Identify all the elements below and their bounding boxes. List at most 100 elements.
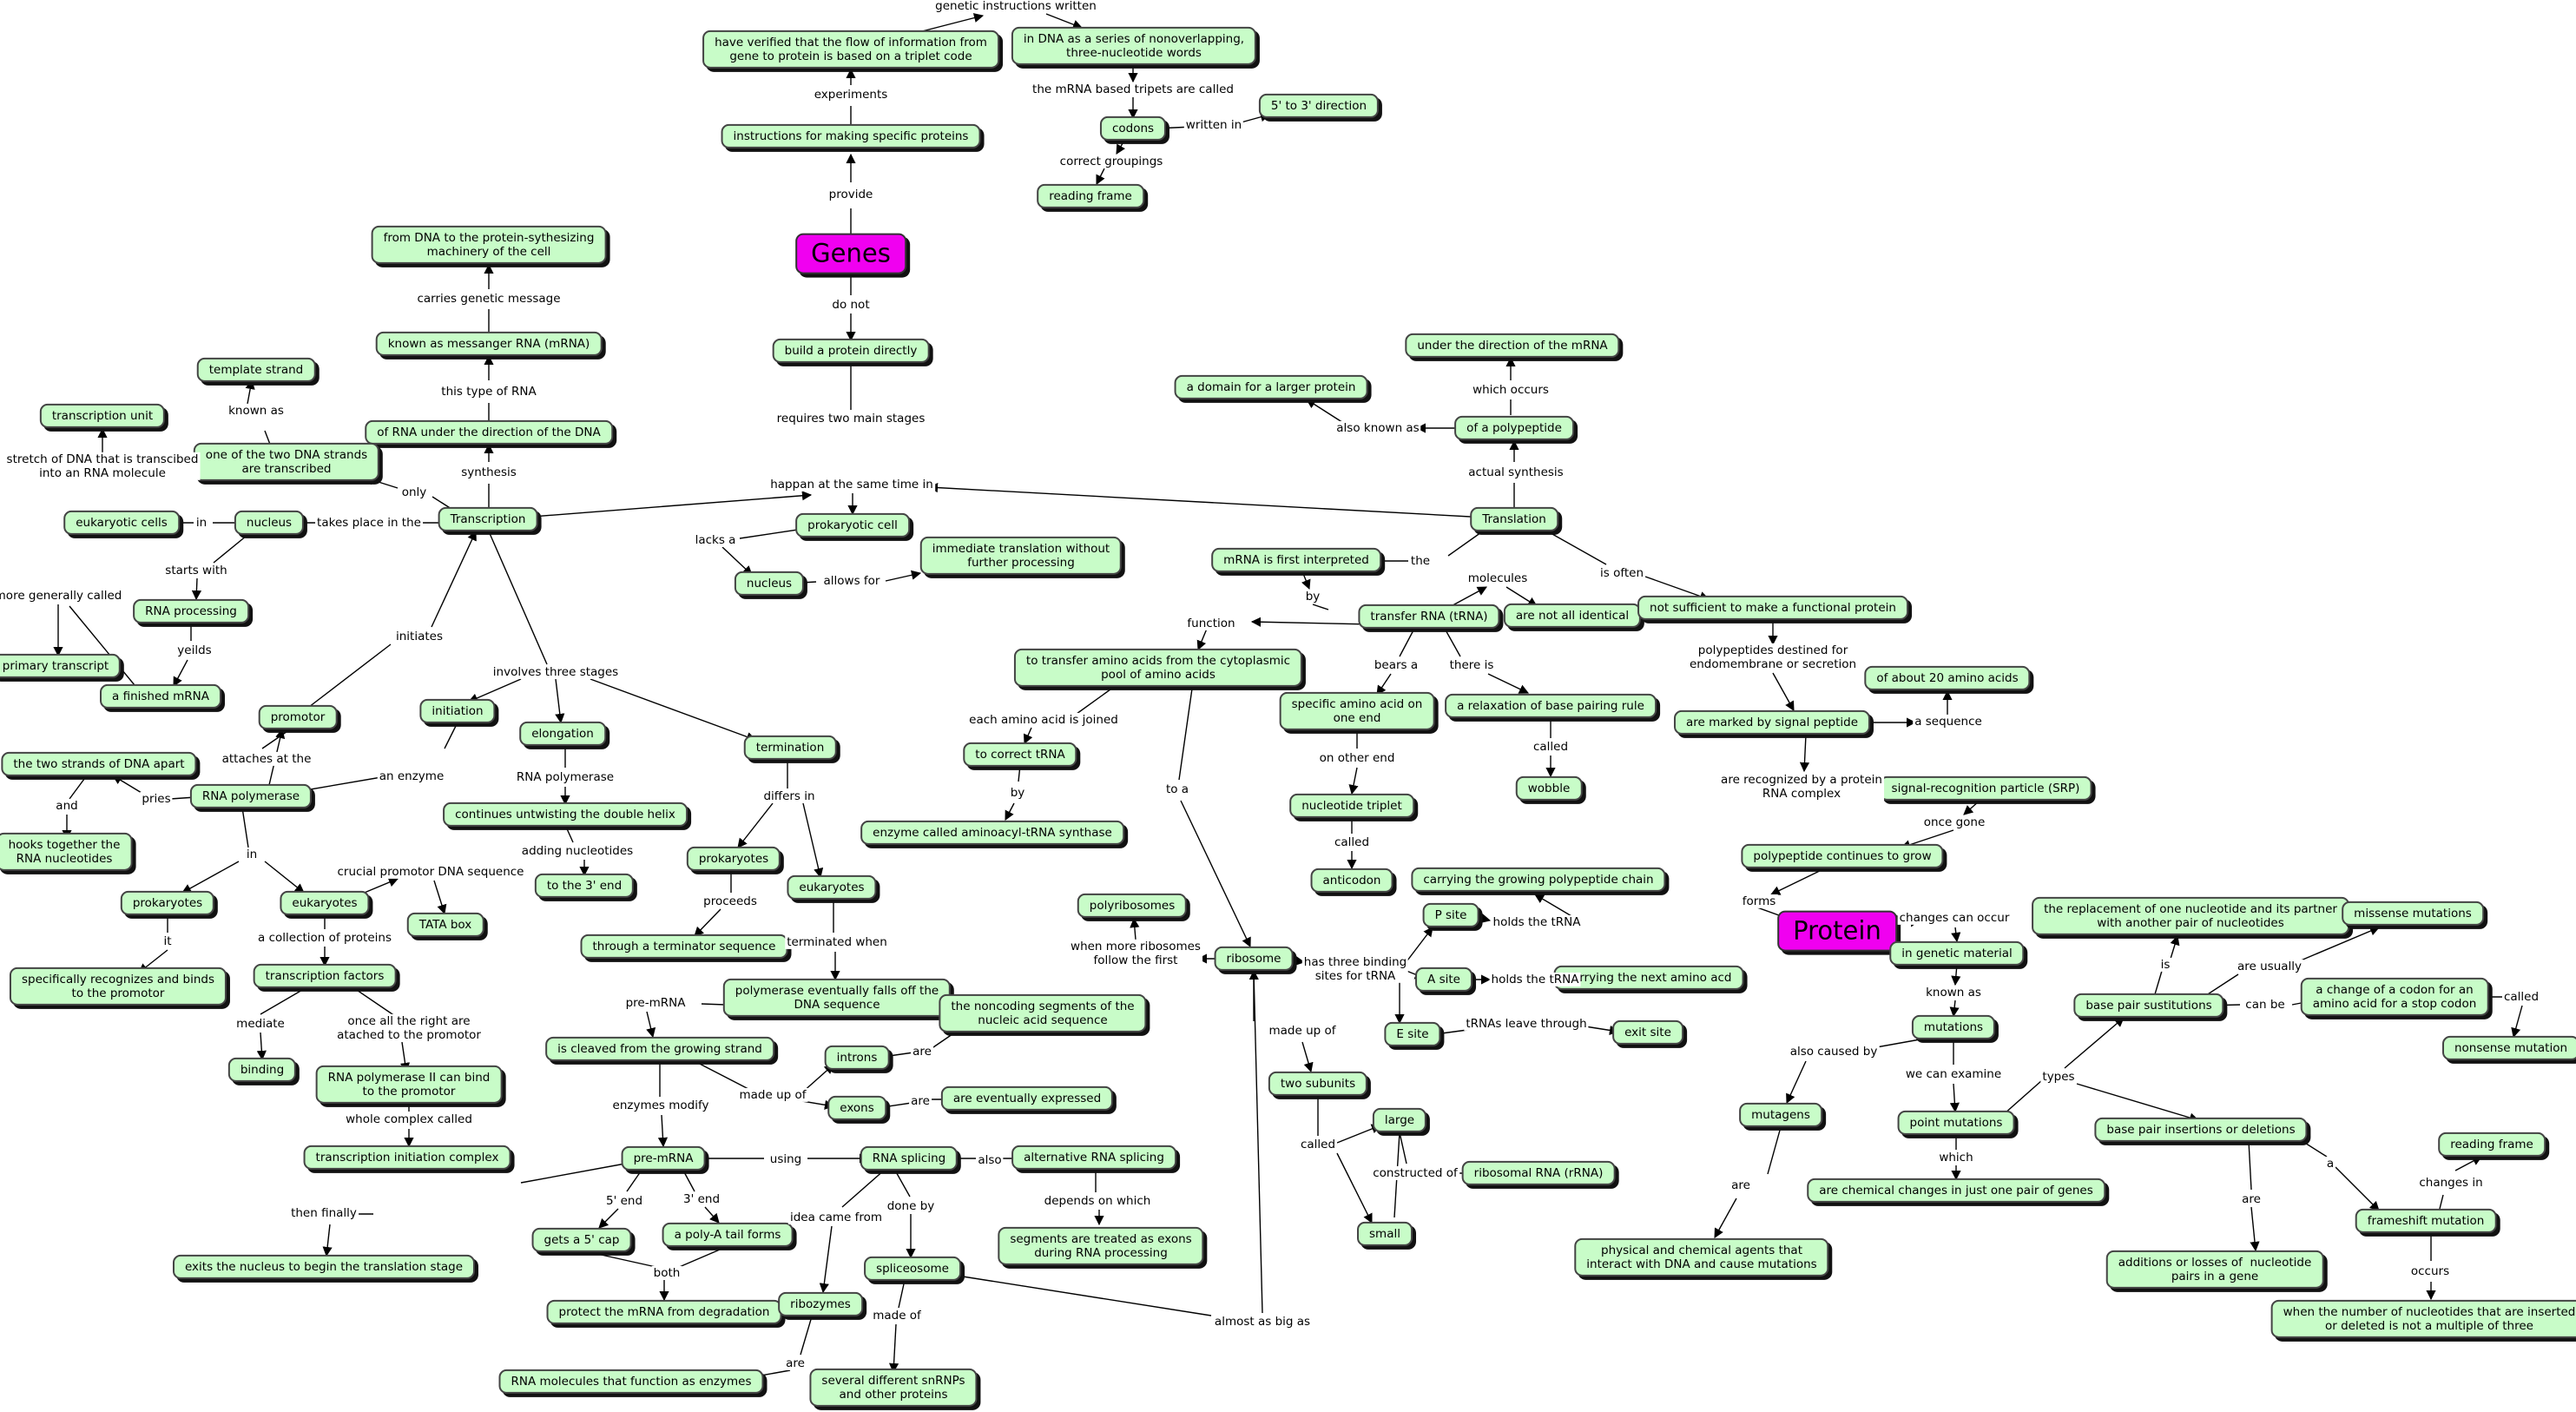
- rna-under-dna-node[interactable]: of RNA under the direction of the DNA: [365, 419, 613, 445]
- three-prime-end-node[interactable]: to the 3' end: [534, 873, 635, 899]
- template-strand-node[interactable]: template strand: [196, 357, 316, 383]
- tata-box-node[interactable]: TATA box: [406, 912, 484, 938]
- eukaryotic-cells-node[interactable]: eukaryotic cells: [63, 510, 180, 536]
- primary-transcript-node[interactable]: primary transcript: [0, 653, 122, 679]
- two-subunits-node[interactable]: two subunits: [1268, 1071, 1368, 1097]
- nucleotide-triplet-node[interactable]: nucleotide triplet: [1289, 793, 1414, 819]
- codons-node[interactable]: codons: [1099, 115, 1167, 142]
- terminator-sequence-node[interactable]: through a terminator sequence: [580, 934, 788, 960]
- exit-site-node[interactable]: exit site: [1612, 1019, 1683, 1046]
- exits-nucleus-node[interactable]: exits the nucleus to begin the translati…: [172, 1254, 476, 1280]
- base-pair-substitutions-node[interactable]: base pair sustitutions: [2073, 993, 2224, 1019]
- messenger-rna-node[interactable]: known as messanger RNA (mRNA): [375, 331, 603, 357]
- prokaryotes-node-1[interactable]: prokaryotes: [120, 890, 215, 916]
- poly-a-tail-node[interactable]: a poly-A tail forms: [662, 1222, 794, 1248]
- genes-concept[interactable]: Genes: [795, 233, 906, 274]
- a-site-node[interactable]: A site: [1415, 967, 1472, 993]
- insertions-deletions-node[interactable]: base pair insertions or deletions: [2094, 1117, 2308, 1143]
- reading-frame-node-2[interactable]: reading frame: [2438, 1132, 2546, 1158]
- snrnps-node[interactable]: several different snRNPs and other prote…: [809, 1368, 978, 1408]
- hooks-together-node[interactable]: hooks together the RNA nucleotides: [0, 832, 133, 872]
- build-protein-node[interactable]: build a protein directly: [772, 338, 930, 364]
- initiation-node[interactable]: initiation: [419, 698, 496, 724]
- twenty-amino-acids-node[interactable]: of about 20 amino acids: [1864, 665, 2031, 691]
- instructions-node[interactable]: instructions for making specific protein…: [721, 123, 981, 149]
- rna-enzymes-node[interactable]: RNA molecules that function as enzymes: [498, 1369, 764, 1395]
- srp-node[interactable]: signal-recognition particle (SRP): [1879, 775, 2092, 802]
- protect-mrna-node[interactable]: protect the mRNA from degradation: [546, 1299, 782, 1325]
- frameshift-node[interactable]: frameshift mutation: [2355, 1208, 2497, 1234]
- mutations-node[interactable]: mutations: [1911, 1014, 1996, 1040]
- rna-processing-node[interactable]: RNA processing: [133, 598, 249, 624]
- eukaryotes-node-2[interactable]: eukaryotes: [787, 874, 877, 901]
- missense-node[interactable]: missense mutations: [2342, 901, 2484, 927]
- binds-promotor-node[interactable]: specifically recognizes and binds to the…: [9, 967, 227, 1006]
- trna-node[interactable]: transfer RNA (tRNA): [1358, 604, 1500, 630]
- ribosome-node[interactable]: ribosome: [1214, 946, 1294, 972]
- small-subunit-node[interactable]: small: [1357, 1221, 1413, 1247]
- reading-frame-node[interactable]: reading frame: [1037, 183, 1144, 209]
- polypeptide-node[interactable]: of a polypeptide: [1454, 415, 1574, 441]
- nucleus-node-2[interactable]: nucleus: [734, 571, 805, 597]
- transcription-factors-node[interactable]: transcription factors: [253, 963, 397, 989]
- e-site-node[interactable]: E site: [1384, 1021, 1441, 1047]
- wobble-node[interactable]: wobble: [1515, 775, 1583, 802]
- spliceosome-node[interactable]: spliceosome: [864, 1256, 961, 1282]
- ribosomal-rna-node[interactable]: ribosomal RNA (rRNA): [1461, 1160, 1616, 1186]
- prokaryotic-cell-node[interactable]: prokaryotic cell: [795, 512, 910, 538]
- expressed-node[interactable]: are eventually expressed: [940, 1085, 1114, 1112]
- polymerase-falls-node[interactable]: polymerase eventually falls off the DNA …: [722, 978, 952, 1018]
- alternative-splicing-node[interactable]: alternative RNA splicing: [1011, 1145, 1176, 1171]
- noncoding-segments-node[interactable]: the noncoding segments of the nucleic ac…: [939, 993, 1147, 1033]
- one-strand-node[interactable]: one of the two DNA strands are transcrib…: [193, 442, 380, 482]
- rna-polymerase-ii-node[interactable]: RNA polymerase II can bind to the promot…: [315, 1065, 503, 1105]
- polypeptide-grows-node[interactable]: polypeptide continues to grow: [1741, 843, 1944, 869]
- promotor-node[interactable]: promotor: [258, 704, 338, 730]
- finished-mrna-node[interactable]: a finished mRNA: [100, 683, 221, 709]
- anticodon-node[interactable]: anticodon: [1310, 868, 1393, 894]
- growing-chain-node[interactable]: carrying the growing polypeptide chain: [1411, 867, 1666, 893]
- next-amino-acid-node[interactable]: carrying the next amino acd: [1553, 965, 1744, 991]
- not-sufficient-node[interactable]: not sufficient to make a functional prot…: [1637, 595, 1908, 621]
- rna-polymerase-node[interactable]: RNA polymerase: [189, 783, 313, 809]
- mutagens-node[interactable]: mutagens: [1739, 1102, 1822, 1128]
- large-subunit-node[interactable]: large: [1372, 1107, 1427, 1133]
- transfer-amino-acids-node[interactable]: to transfer amino acids from the cytopla…: [1013, 648, 1303, 688]
- cleaved-node[interactable]: is cleaved from the growing strand: [545, 1036, 774, 1062]
- exons-node[interactable]: exons: [827, 1095, 886, 1121]
- point-mutations-node[interactable]: point mutations: [1897, 1110, 2015, 1136]
- from-dna-node[interactable]: from DNA to the protein-sythesizing mach…: [371, 225, 607, 265]
- specific-amino-acid-node[interactable]: specific amino acid on one end: [1279, 691, 1435, 731]
- multiple-of-three-node[interactable]: when the number of nucleotides that are …: [2270, 1299, 2576, 1339]
- nucleus-node[interactable]: nucleus: [234, 510, 305, 536]
- eukaryotes-node-1[interactable]: eukaryotes: [280, 890, 370, 916]
- segments-exons-node[interactable]: segments are treated as exons during RNA…: [998, 1226, 1204, 1266]
- protein-concept[interactable]: Protein: [1777, 910, 1897, 952]
- additions-losses-node[interactable]: additions or losses of nucleotide pairs …: [2105, 1250, 2324, 1290]
- initiation-complex-node[interactable]: transcription initiation complex: [303, 1145, 511, 1171]
- replacement-node[interactable]: the replacement of one nucleotide and it…: [2032, 896, 2349, 936]
- not-identical-node[interactable]: are not all identical: [1503, 603, 1642, 629]
- codon-change-node[interactable]: a change of a codon for an amino acid fo…: [2300, 977, 2489, 1017]
- strands-apart-node[interactable]: the two strands of DNA apart: [1, 751, 197, 777]
- prokaryotes-node-2[interactable]: prokaryotes: [686, 846, 781, 872]
- immediate-translation-node[interactable]: immediate translation without further pr…: [919, 536, 1123, 576]
- five-prime-cap-node[interactable]: gets a 5' cap: [531, 1227, 632, 1253]
- signal-peptide-node[interactable]: are marked by signal peptide: [1673, 709, 1871, 736]
- nonoverlapping-words-node[interactable]: in DNA as a series of nonoverlapping, th…: [1011, 26, 1257, 66]
- correct-trna-node[interactable]: to correct tRNA: [963, 742, 1077, 768]
- p-site-node[interactable]: P site: [1422, 902, 1479, 928]
- genetic-material-node[interactable]: in genetic material: [1889, 940, 2025, 967]
- direction-mrna-node[interactable]: under the direction of the mRNA: [1405, 333, 1620, 359]
- transcription-node[interactable]: Transcription: [438, 506, 538, 532]
- untwisting-node[interactable]: continues untwisting the double helix: [443, 802, 688, 828]
- transcription-unit-node[interactable]: transcription unit: [39, 403, 166, 429]
- synthase-node[interactable]: enzyme called aminoacyl-tRNA synthase: [860, 820, 1124, 846]
- physical-chemical-node[interactable]: physical and chemical agents that intera…: [1574, 1237, 1829, 1277]
- direction-node[interactable]: 5' to 3' direction: [1258, 93, 1380, 119]
- polyribosomes-node[interactable]: polyribosomes: [1077, 893, 1188, 919]
- domain-node[interactable]: a domain for a larger protein: [1174, 374, 1368, 400]
- nonsense-node[interactable]: nonsense mutation: [2441, 1035, 2576, 1061]
- ribozymes-node[interactable]: ribozymes: [778, 1291, 863, 1317]
- translation-node[interactable]: Translation: [1470, 506, 1558, 532]
